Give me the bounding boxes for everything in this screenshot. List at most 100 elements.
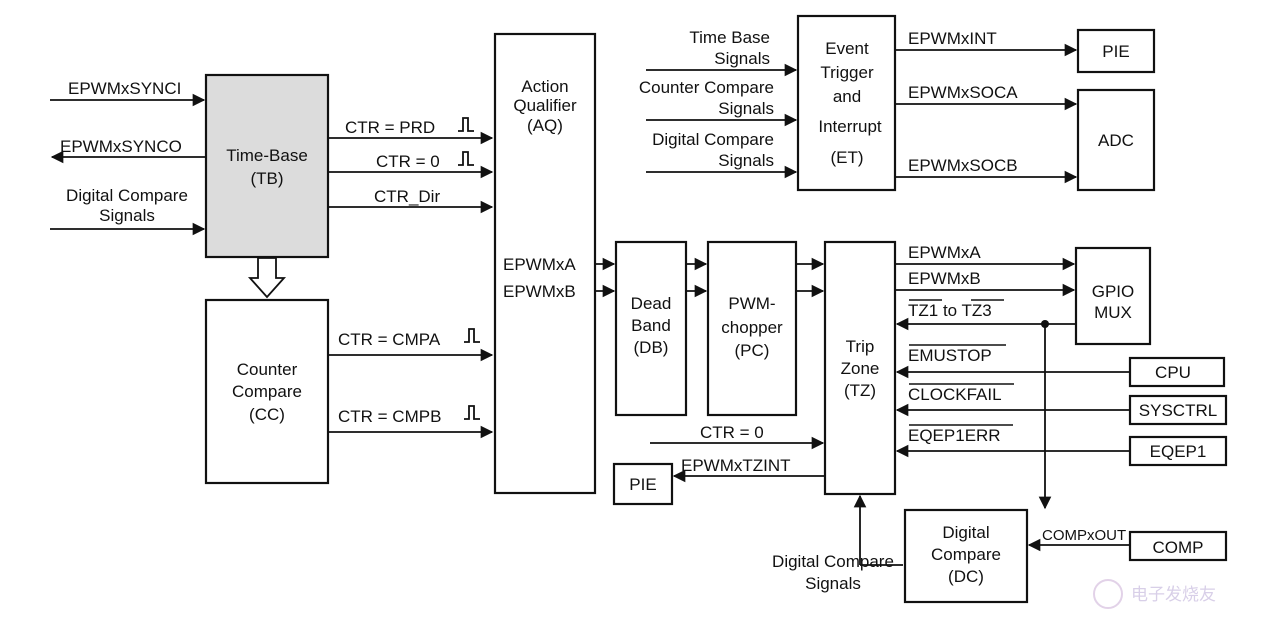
- watermark-logo-icon: [1093, 579, 1123, 609]
- pulse-icon: [464, 328, 480, 343]
- emustop-signal: EMUSTOP: [895, 344, 1130, 379]
- aq-epwmxb-label: EPWMxB: [503, 282, 576, 301]
- et-label-line2: Trigger: [820, 63, 874, 82]
- timebase-signals-line2: Signals: [714, 49, 770, 68]
- pulse-icon: [458, 117, 474, 132]
- syncout-label: EPWMxSYNCO: [60, 137, 182, 156]
- dc-signals-et-line2: Signals: [718, 151, 774, 170]
- eqep1err-signal: EQEP1ERR: [895, 424, 1130, 458]
- pc-label-line3: (PC): [735, 341, 770, 360]
- eqep1-label: EQEP1: [1150, 442, 1207, 461]
- ctr-zero-label: CTR = 0: [376, 152, 440, 171]
- adc-block: ADC: [1076, 88, 1156, 192]
- epwmxtzint-signal: EPWMxTZINT: [672, 456, 825, 483]
- pc-to-tz-arrows: [796, 257, 825, 298]
- syncin-signal: EPWMxSYNCI: [50, 79, 206, 107]
- epwmxa-out-label: EPWMxA: [908, 243, 981, 262]
- cpu-label: CPU: [1155, 363, 1191, 382]
- dc-signals-tb-line1: Digital Compare: [66, 186, 188, 205]
- dc-signals-tb-line2: Signals: [99, 206, 155, 225]
- ctr-dir-label: CTR_Dir: [374, 187, 440, 206]
- pc-label-line2: chopper: [721, 318, 783, 337]
- pulse-icon: [458, 151, 474, 166]
- action-qualifier-block: Action Qualifier (AQ) EPWMxA EPWMxB: [493, 32, 597, 495]
- gpio-label-line2: MUX: [1094, 303, 1132, 322]
- tz1-tz3-signal: TZ1 to TZ3: [895, 299, 1076, 510]
- ctr-cmpa-signal: CTR = CMPA: [328, 328, 494, 362]
- epwmxb-out-signal: EPWMxB: [895, 269, 1076, 297]
- dc-to-tz-signal: Digital Compare Signals: [772, 494, 903, 593]
- ctr-cmpb-signal: CTR = CMPB: [328, 405, 494, 439]
- pie-bottom-block: PIE: [612, 462, 674, 506]
- epwmxsoca-label: EPWMxSOCA: [908, 83, 1018, 102]
- ctr-prd-signal: CTR = PRD: [328, 117, 494, 145]
- digital-compare-block: Digital Compare (DC): [903, 508, 1029, 604]
- et-label-line4: Interrupt: [818, 117, 882, 136]
- epwmxtzint-label: EPWMxTZINT: [681, 456, 791, 475]
- sysctrl-label: SYSCTRL: [1139, 401, 1217, 420]
- cc-label-line3: (CC): [249, 405, 285, 424]
- dc-signals-dc-line1: Digital Compare: [772, 552, 894, 571]
- db-to-pc-arrows: [686, 257, 708, 298]
- tb-label-line2: (TB): [250, 169, 283, 188]
- pie-top-label: PIE: [1102, 42, 1129, 61]
- event-trigger-block: Event Trigger and Interrupt (ET): [796, 14, 897, 192]
- dc-label-line2: Compare: [931, 545, 1001, 564]
- cc-signals-line2: Signals: [718, 99, 774, 118]
- dc-signals-et-input: Digital Compare Signals: [646, 130, 798, 179]
- pie-bottom-label: PIE: [629, 475, 656, 494]
- ctr-zero-tz-label: CTR = 0: [700, 423, 764, 442]
- aq-label-line1: Action: [521, 77, 568, 96]
- epwmxint-signal: EPWMxINT: [895, 29, 1078, 57]
- cc-label-line2: Compare: [232, 382, 302, 401]
- syncout-signal: EPWMxSYNCO: [50, 137, 206, 164]
- compxout-label: COMPxOUT: [1042, 527, 1126, 544]
- pulse-icon: [464, 405, 480, 420]
- ctr-zero-tz-signal: CTR = 0: [650, 423, 825, 450]
- eqep1err-label: EQEP1ERR: [908, 426, 1001, 445]
- dc-label-line1: Digital: [942, 523, 989, 542]
- epwmxsocb-label: EPWMxSOCB: [908, 156, 1018, 175]
- pie-top-block: PIE: [1076, 28, 1156, 74]
- comp-block: COMP: [1128, 530, 1228, 562]
- epwmxint-label: EPWMxINT: [908, 29, 997, 48]
- ctr-dir-signal: CTR_Dir: [328, 187, 494, 214]
- cc-label-line1: Counter: [237, 360, 298, 379]
- tz-label-line2: Zone: [841, 359, 880, 378]
- adc-label: ADC: [1098, 131, 1134, 150]
- epwmxb-out-label: EPWMxB: [908, 269, 981, 288]
- trip-zone-block: Trip Zone (TZ): [823, 240, 897, 496]
- watermark: 电子发烧友: [1093, 579, 1216, 609]
- watermark-text: 电子发烧友: [1131, 585, 1216, 604]
- syncin-label: EPWMxSYNCI: [68, 79, 181, 98]
- counter-compare-block: Counter Compare (CC): [204, 298, 330, 485]
- dc-signals-to-tb: Digital Compare Signals: [50, 186, 206, 236]
- emustop-label: EMUSTOP: [908, 346, 992, 365]
- epwmxsoca-signal: EPWMxSOCA: [895, 83, 1078, 111]
- compxout-signal: COMPxOUT: [1027, 527, 1130, 552]
- cc-signals-line1: Counter Compare: [639, 78, 774, 97]
- ctr-cmpb-label: CTR = CMPB: [338, 407, 441, 426]
- tb-label-line1: Time-Base: [226, 146, 308, 165]
- db-label-line3: (DB): [634, 338, 669, 357]
- cc-signals-input: Counter Compare Signals: [639, 78, 798, 127]
- et-label-line3: and: [833, 87, 861, 106]
- time-base-block: Time-Base (TB): [204, 73, 330, 259]
- tz1-tz3-label: TZ1 to TZ3: [908, 301, 992, 320]
- et-label-line5: (ET): [830, 148, 863, 167]
- tz-label-line1: Trip: [846, 337, 875, 356]
- ctr-cmpa-label: CTR = CMPA: [338, 330, 441, 349]
- db-label-line1: Dead: [631, 294, 672, 313]
- aq-to-db-arrows: [595, 257, 616, 298]
- clockfail-label: CLOCKFAIL: [908, 385, 1002, 404]
- pwm-chopper-block: PWM- chopper (PC): [706, 240, 798, 417]
- db-label-line2: Band: [631, 316, 671, 335]
- dead-band-block: Dead Band (DB): [614, 240, 688, 417]
- aq-label-line3: (AQ): [527, 116, 563, 135]
- comp-label: COMP: [1153, 538, 1204, 557]
- pc-label-line1: PWM-: [728, 294, 775, 313]
- cpu-block: CPU: [1128, 356, 1226, 388]
- clockfail-signal: CLOCKFAIL: [895, 383, 1130, 417]
- ctr-prd-label: CTR = PRD: [345, 118, 435, 137]
